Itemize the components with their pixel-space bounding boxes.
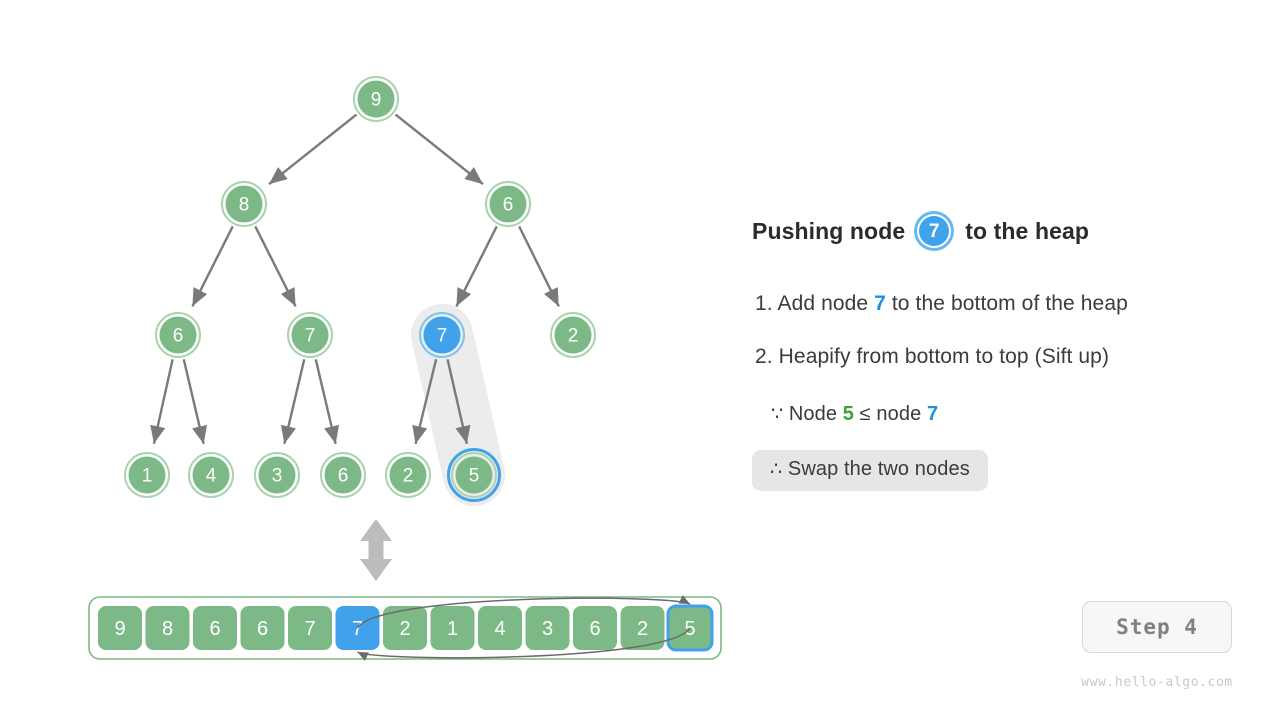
- tree-array-link-arrow: [360, 519, 392, 581]
- array-cell-value: 8: [162, 618, 173, 640]
- tree-node-value: 3: [272, 466, 283, 487]
- reason-text-before: Node: [789, 403, 837, 425]
- tree-node-value: 1: [142, 466, 153, 487]
- tree-node: 1: [125, 453, 169, 497]
- step-2-line: 2. Heapify from bottom to top (Sift up): [755, 345, 1109, 369]
- step-badge: Step 4: [1082, 601, 1232, 653]
- tree-node: 9: [354, 77, 398, 121]
- reason-operator: ≤: [860, 403, 871, 425]
- tree-node-value: 5: [469, 466, 480, 487]
- tree-edge: [184, 359, 204, 444]
- tree-node: 6: [321, 453, 365, 497]
- tree-node-value: 2: [568, 326, 579, 347]
- reason-text-mid: node: [876, 403, 921, 425]
- conclusion-chip: ∴ Swap the two nodes: [752, 450, 988, 491]
- tree-edge: [316, 359, 336, 444]
- tree-node-value: 6: [173, 326, 184, 347]
- tree-edge: [255, 226, 295, 306]
- tree-node: 8: [222, 182, 266, 226]
- tree-node-value: 7: [437, 326, 448, 347]
- tree-node: 4: [189, 453, 233, 497]
- step-1-highlight-value: 7: [874, 292, 886, 315]
- reason-line: ∵ Node 5 ≤ node 7: [771, 403, 938, 426]
- array-cell-value: 2: [637, 618, 648, 640]
- tree-node: 3: [255, 453, 299, 497]
- panel-title-node-value: 7: [929, 222, 940, 241]
- panel-title-node-badge: 7: [917, 214, 951, 248]
- tree-edge: [154, 359, 173, 443]
- tree-node: 6: [486, 182, 530, 226]
- tree-node-value: 7: [305, 326, 316, 347]
- reason-value-b: 7: [927, 403, 938, 425]
- tree-node-value: 8: [239, 195, 250, 216]
- heap-array: 9866772143625: [89, 597, 721, 659]
- array-cell-value: 9: [114, 618, 125, 640]
- watermark: www.hello-algo.com: [1072, 675, 1242, 690]
- because-symbol: ∵: [771, 404, 783, 425]
- tree-edge: [456, 226, 496, 306]
- tree-edge: [519, 226, 559, 306]
- array-cell-value: 7: [304, 618, 315, 640]
- panel-title-before: Pushing node: [752, 218, 905, 245]
- step-1-index: 1.: [755, 292, 773, 315]
- conclusion-text: Swap the two nodes: [788, 458, 970, 480]
- tree-node-value: 6: [338, 466, 349, 487]
- array-cell-value: 6: [209, 618, 220, 640]
- tree-node-value: 6: [503, 195, 514, 216]
- array-cell-value: 1: [447, 618, 458, 640]
- tree-node: 2: [551, 313, 595, 357]
- tree-edge: [192, 226, 232, 306]
- tree-node: 7: [420, 313, 464, 357]
- panel-title: Pushing node 7 to the heap: [752, 214, 1089, 248]
- array-cell-value: 3: [542, 618, 553, 640]
- explanation-panel: Pushing node 7 to the heap 1. Add node 7…: [752, 0, 1280, 720]
- tree-node: 6: [156, 313, 200, 357]
- array-cell-value: 6: [589, 618, 600, 640]
- step-1-text-before: Add node: [778, 292, 869, 315]
- tree-edges: [154, 115, 559, 444]
- heap-figure: 9 8 6 6 7 7 2 1 4 3 6 2 5 9 8 6 6 7 7 2 1 4 3 6 2 5: [0, 0, 760, 720]
- tree-node-value: 9: [371, 90, 382, 111]
- step-2-text-before: Heapify from bottom to top (Sift up): [779, 345, 1109, 368]
- array-cell-value: 4: [494, 618, 505, 640]
- step-1-text-after: to the bottom of the heap: [892, 292, 1128, 315]
- tree-edge: [284, 359, 304, 444]
- tree-node: 7: [288, 313, 332, 357]
- array-cell-value: 6: [257, 618, 268, 640]
- tree-edge: [396, 115, 483, 185]
- therefore-symbol: ∴: [770, 459, 782, 480]
- step-2-index: 2.: [755, 345, 773, 368]
- tree-node-value: 4: [206, 466, 217, 487]
- tree-edge: [269, 115, 356, 185]
- panel-title-after: to the heap: [965, 218, 1089, 245]
- step-1-line: 1. Add node 7 to the bottom of the heap: [755, 292, 1128, 316]
- array-cell-value: 2: [399, 618, 410, 640]
- array-cell-value: 7: [352, 618, 363, 640]
- tree-node: 2: [386, 453, 430, 497]
- tree-node: 5: [449, 450, 500, 501]
- watermark-text: www.hello-algo.com: [1081, 675, 1233, 690]
- reason-value-a: 5: [843, 403, 854, 425]
- tree-node-value: 2: [403, 466, 414, 487]
- step-badge-label: Step 4: [1116, 615, 1198, 639]
- tree-nodes: 9 8 6 6 7 7 2 1 4 3 6 2 5: [125, 77, 595, 501]
